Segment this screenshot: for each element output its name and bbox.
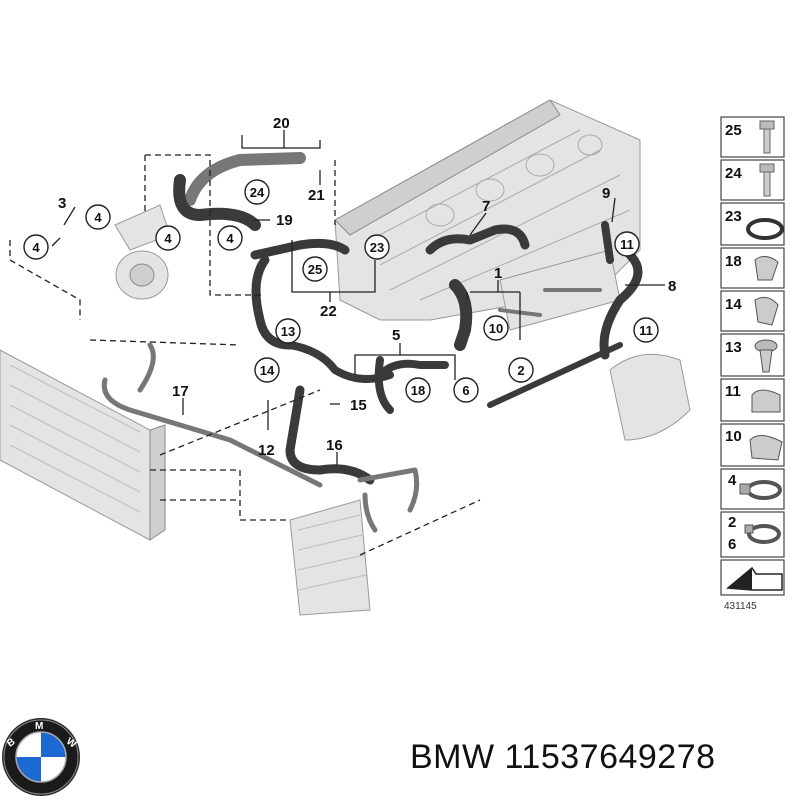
callout-19: 19 bbox=[276, 212, 293, 229]
legend-label-4: 4 bbox=[728, 472, 737, 489]
legend-label-11: 11 bbox=[725, 383, 741, 400]
callout-20: 20 bbox=[273, 115, 290, 132]
brand-part-number: BMW 11537649278 bbox=[410, 738, 716, 777]
spring-clamp-icon bbox=[744, 524, 781, 544]
svg-text:M: M bbox=[35, 721, 43, 732]
callout-21: 21 bbox=[308, 187, 325, 204]
callouts-circled: 24 4 4 4 4 23 25 11 11 10 13 14 2 18 6 bbox=[23, 179, 659, 403]
auxiliary-radiator bbox=[289, 499, 371, 616]
callout-11-a: 11 bbox=[620, 237, 634, 252]
callout-7: 7 bbox=[482, 198, 490, 215]
callout-10: 10 bbox=[489, 321, 503, 336]
hose-clip-icon bbox=[751, 389, 781, 413]
callout-4-c: 4 bbox=[164, 231, 172, 246]
callout-15: 15 bbox=[350, 397, 367, 414]
hose-clip-icon bbox=[749, 435, 783, 461]
callouts-plain: 20 21 19 3 22 7 9 8 1 5 17 15 12 16 bbox=[58, 115, 676, 459]
callout-4-d: 4 bbox=[226, 231, 234, 246]
radiator bbox=[0, 349, 166, 541]
callout-9: 9 bbox=[602, 185, 610, 202]
callout-11-b: 11 bbox=[639, 323, 653, 338]
callout-4-b: 4 bbox=[32, 240, 40, 255]
legend-label-14: 14 bbox=[725, 296, 742, 313]
engine-block bbox=[334, 99, 641, 331]
leader-lines bbox=[51, 130, 665, 465]
water-pump bbox=[114, 204, 171, 300]
legend-label-24: 24 bbox=[725, 165, 742, 182]
hoses bbox=[101, 152, 643, 533]
bolt-icon bbox=[759, 163, 775, 197]
callout-14: 14 bbox=[260, 363, 275, 378]
legend-label-10: 10 bbox=[725, 428, 742, 445]
callout-16: 16 bbox=[326, 437, 343, 454]
callout-1: 1 bbox=[494, 265, 502, 282]
callout-8: 8 bbox=[668, 278, 676, 295]
legend-label-2: 2 bbox=[728, 514, 736, 531]
legend-label-25: 25 bbox=[725, 122, 742, 139]
legend-label-13: 13 bbox=[725, 339, 742, 356]
bolt-icon bbox=[759, 120, 775, 154]
callout-24: 24 bbox=[250, 185, 265, 200]
callout-3: 3 bbox=[58, 195, 66, 212]
clip-icon bbox=[754, 256, 779, 281]
diagram-reference-number: 431145 bbox=[724, 601, 757, 612]
callout-4-a: 4 bbox=[94, 210, 102, 225]
callout-18: 18 bbox=[411, 383, 425, 398]
rivet-icon bbox=[754, 339, 778, 373]
parts-legend: 25 24 23 18 14 13 11 bbox=[720, 116, 785, 612]
callout-25: 25 bbox=[308, 262, 322, 277]
legend-label-18: 18 bbox=[725, 253, 742, 270]
clip-icon bbox=[754, 296, 779, 326]
callout-22: 22 bbox=[320, 303, 337, 320]
legend-label-23: 23 bbox=[725, 208, 742, 225]
callout-2: 2 bbox=[517, 363, 524, 378]
callout-12: 12 bbox=[258, 442, 275, 459]
legend-label-6: 6 bbox=[728, 536, 736, 553]
callout-13: 13 bbox=[281, 324, 295, 339]
hose-clamp-icon bbox=[739, 480, 782, 500]
callout-6: 6 bbox=[462, 383, 469, 398]
assembly-lines bbox=[9, 154, 481, 556]
callout-23: 23 bbox=[370, 240, 384, 255]
brand-name: BMW bbox=[410, 738, 495, 776]
part-number: 11537649278 bbox=[504, 738, 716, 776]
callout-5: 5 bbox=[392, 327, 400, 344]
index-arrow-icon bbox=[726, 566, 783, 591]
expansion-tank bbox=[609, 353, 691, 441]
o-ring-icon bbox=[746, 218, 784, 240]
callout-17: 17 bbox=[172, 383, 189, 400]
bmw-logo: B M W bbox=[2, 718, 80, 796]
